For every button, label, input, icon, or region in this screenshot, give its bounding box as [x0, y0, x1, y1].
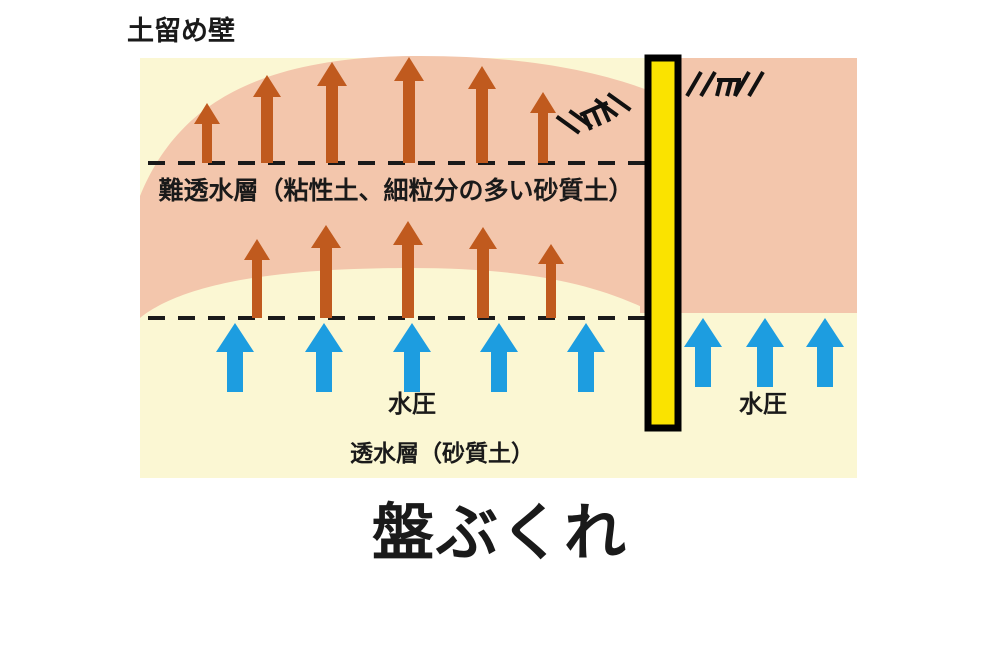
water-pressure-label-left-text: 水圧 — [388, 390, 436, 418]
retaining-wall — [644, 54, 682, 432]
heave-arrow-up — [394, 57, 424, 163]
water-pressure-arrow — [806, 318, 844, 387]
heave-arrows-lower-group — [244, 221, 564, 318]
heave-arrow-up — [469, 227, 497, 318]
heave-arrow-up — [253, 75, 281, 163]
permeable-layer-label-text: 透水層（砂質土） — [350, 441, 534, 467]
water-pressure-arrows-right-group — [684, 318, 844, 387]
ground-surface-mark — [685, 70, 765, 98]
impermeable-layer-right-fill — [648, 58, 857, 313]
water-pressure-label-right: 水圧 — [0, 392, 1000, 416]
impermeable-layer-label-text: 難透水層（粘性土、細粒分の多い砂質土） — [158, 176, 634, 205]
retaining-wall-title: 土留め壁 — [0, 18, 1000, 45]
water-pressure-label-right-text: 水圧 — [739, 390, 787, 418]
heave-arrow-up — [393, 221, 423, 318]
heave-arrow-up — [538, 244, 564, 318]
impermeable-layer-label: 難透水層（粘性土、細粒分の多い砂質土） — [0, 178, 1000, 203]
retaining-wall-title-text: 土留め壁 — [127, 16, 235, 47]
water-pressure-arrows-left-group — [216, 323, 605, 392]
heave-arrow-up — [317, 62, 347, 163]
water-pressure-label-left: 水圧 — [0, 392, 1000, 416]
heave-arrow-up — [244, 239, 270, 318]
ground-surface-mark — [555, 92, 632, 135]
water-pressure-arrow — [567, 323, 605, 392]
water-pressure-arrow — [305, 323, 343, 392]
water-pressure-arrow — [746, 318, 784, 387]
heave-arrow-up — [530, 92, 556, 163]
permeable-layer-label: 透水層（砂質土） — [0, 443, 1000, 466]
heave-arrow-up — [468, 66, 496, 163]
heave-arrows-upper-group — [194, 57, 556, 163]
water-pressure-arrow — [480, 323, 518, 392]
water-pressure-arrow — [216, 323, 254, 392]
heave-arrow-up — [194, 103, 220, 163]
water-pressure-arrow — [684, 318, 722, 387]
heave-arrow-up — [311, 225, 341, 318]
water-pressure-arrow — [393, 323, 431, 392]
diagram-caption: 盤ぶくれ — [371, 496, 628, 569]
